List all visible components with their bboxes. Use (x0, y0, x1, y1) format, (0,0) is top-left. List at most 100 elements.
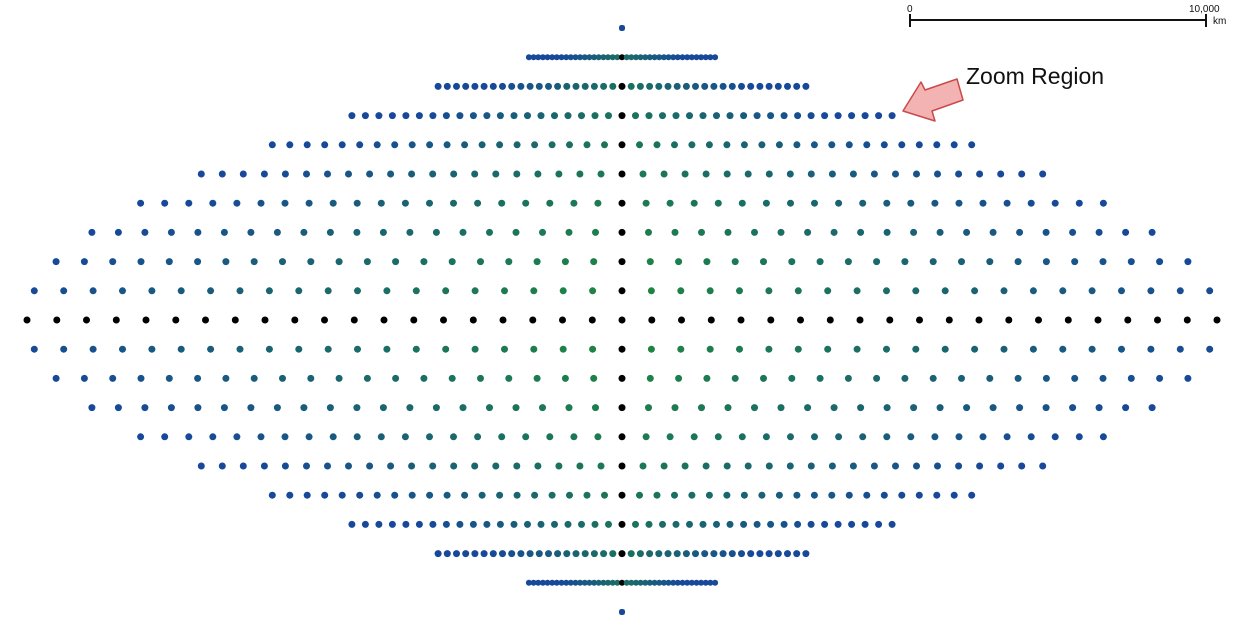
grid-point (443, 491, 451, 499)
grid-point (576, 462, 584, 470)
grid-point (530, 54, 537, 61)
grid-point (1075, 433, 1083, 441)
grid-point (60, 345, 68, 353)
grid-point (572, 579, 579, 586)
grid-point (324, 170, 331, 178)
grid-point (429, 170, 437, 178)
grid-point (505, 258, 513, 266)
grid-point (1035, 316, 1042, 324)
grid-point (300, 404, 308, 412)
grid-point (804, 228, 812, 236)
grid-point (462, 550, 470, 558)
grid-point (589, 345, 597, 353)
grid-point (702, 579, 709, 586)
grid-point (740, 141, 748, 149)
grid-point (1014, 374, 1022, 382)
grid-point (1147, 345, 1155, 353)
grid-point (633, 579, 639, 586)
grid-point (975, 316, 983, 324)
grid-point (883, 199, 891, 207)
grid-point (307, 374, 315, 382)
grid-point (265, 287, 273, 295)
grid-point (811, 433, 818, 441)
grid-point (534, 170, 542, 178)
grid-point (686, 112, 693, 120)
grid-point (656, 54, 663, 61)
grid-point (353, 433, 361, 441)
grid-point (765, 550, 773, 558)
grid-point (448, 258, 456, 266)
grid-point (561, 258, 569, 266)
grid-point (324, 345, 332, 353)
grid-point (561, 374, 569, 382)
grid-point (535, 82, 543, 90)
grid-point (1075, 199, 1083, 207)
grid-point (401, 199, 409, 207)
grid-point (218, 170, 226, 178)
grid-point (535, 550, 543, 558)
grid-point (410, 316, 418, 324)
grid-point (712, 579, 719, 586)
grid-point (377, 199, 385, 207)
grid-point (496, 520, 504, 528)
grid-point (738, 433, 746, 441)
grid-point (1095, 228, 1103, 236)
grid-point (646, 550, 654, 558)
grid-point (581, 579, 588, 586)
grid-point (453, 82, 460, 90)
grid-point (614, 54, 621, 61)
grid-point (469, 520, 477, 528)
grid-point (483, 520, 491, 528)
grid-point (408, 491, 416, 499)
grid-point (707, 316, 715, 324)
grid-point (765, 82, 773, 90)
grid-point (693, 54, 700, 61)
scale-unit-label: km (1213, 16, 1227, 27)
grid-point (870, 462, 878, 470)
grid-point (1088, 345, 1096, 353)
grid-point (471, 170, 479, 178)
grid-point (432, 404, 440, 412)
grid-point (52, 258, 60, 266)
grid-point (828, 491, 836, 499)
grid-point (392, 258, 400, 266)
grid-point (719, 82, 727, 90)
grid-point (647, 287, 655, 295)
grid-point (774, 550, 782, 558)
grid-point (636, 141, 643, 149)
grid-point (660, 54, 667, 61)
grid-point (429, 462, 437, 470)
grid-point (220, 404, 228, 412)
grid-point (522, 199, 530, 207)
grid-point (1118, 345, 1125, 353)
scale-start-label: 0 (907, 4, 913, 15)
grid-point (802, 550, 810, 558)
grid-point (469, 112, 477, 120)
grid-point (618, 141, 626, 149)
grid-point (821, 520, 829, 528)
grid-point (566, 141, 573, 149)
grid-point (594, 433, 602, 441)
grid-point (997, 170, 1005, 178)
grid-point (450, 170, 458, 178)
grid-point (489, 550, 497, 558)
grid-point (1127, 374, 1135, 382)
grid-point (461, 491, 469, 499)
grid-point (997, 462, 1005, 470)
grid-point (512, 228, 520, 236)
grid-point (209, 433, 217, 441)
grid-point (830, 228, 838, 236)
grid-point (401, 433, 409, 441)
grid-point (609, 579, 616, 586)
grid-point (112, 316, 120, 324)
grid-point (674, 579, 681, 586)
grid-point (618, 550, 626, 558)
grid-point (486, 404, 493, 412)
grid-point (1118, 287, 1125, 295)
grid-point (863, 491, 871, 499)
grid-point (303, 170, 310, 178)
grid-point (859, 433, 867, 441)
grid-point (577, 54, 584, 61)
grid-point (883, 228, 891, 236)
grid-point (1059, 345, 1067, 353)
